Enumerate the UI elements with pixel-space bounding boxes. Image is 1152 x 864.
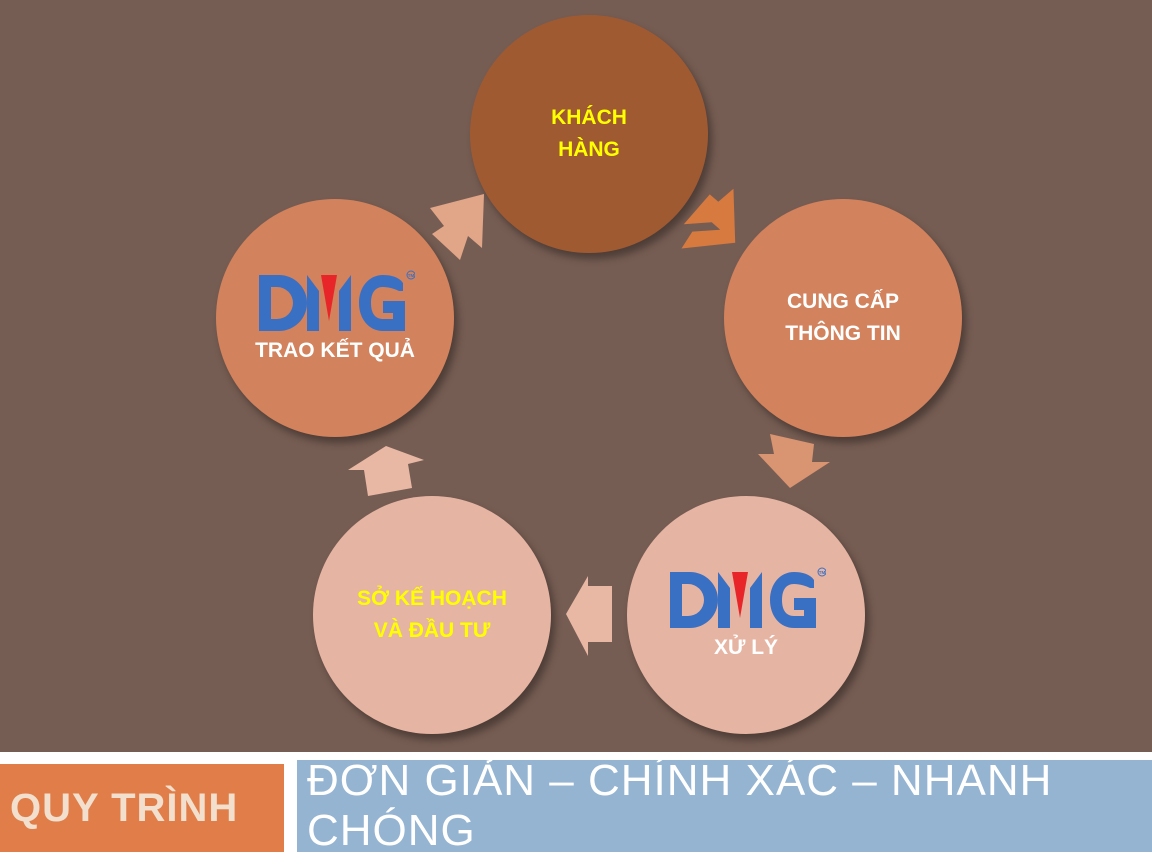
cycle-node-provide-info: CUNG CẤP THÔNG TIN bbox=[724, 199, 962, 437]
footer-right-label: ĐƠN GIẢN – CHÍNH XÁC – NHANH CHÓNG bbox=[307, 756, 1053, 855]
cycle-node-customer: KHÁCH HÀNG bbox=[470, 15, 708, 253]
cycle-arrow-2-icon bbox=[758, 434, 830, 488]
cycle-node-planning-dept: SỞ KẾ HOẠCH VÀ ĐẦU TƯ bbox=[313, 496, 551, 734]
cycle-arrow-3-icon bbox=[566, 576, 612, 656]
cycle-arrow-5-icon bbox=[430, 194, 484, 260]
node-label-provide-info: CUNG CẤP THÔNG TIN bbox=[785, 290, 901, 345]
svg-text:TM: TM bbox=[408, 273, 415, 278]
node-label-customer: KHÁCH HÀNG bbox=[551, 106, 627, 161]
cycle-node-processing: TM XỬ LÝ bbox=[627, 496, 865, 734]
cycle-node-deliver-result: TM TRAO KẾT QUẢ bbox=[216, 199, 454, 437]
node-label-processing: XỬ LÝ bbox=[713, 636, 779, 659]
cycle-arrow-4-icon bbox=[348, 446, 424, 496]
node-label-planning-dept: SỞ KẾ HOẠCH VÀ ĐẦU TƯ bbox=[357, 587, 507, 642]
node-label-deliver-result: TRAO KẾT QUẢ bbox=[255, 339, 415, 362]
footer-right-box: ĐƠN GIẢN – CHÍNH XÁC – NHANH CHÓNG bbox=[297, 756, 1152, 855]
footer-left-label: QUY TRÌNH bbox=[10, 785, 239, 830]
cycle-arrow-1-icon bbox=[681, 188, 736, 249]
svg-text:TM: TM bbox=[819, 570, 826, 575]
dng-logo-icon: TM bbox=[670, 567, 826, 628]
diagram-canvas: KHÁCH HÀNG CUNG CẤP THÔNG TIN TM XỬ LÝ S… bbox=[216, 15, 962, 734]
footer-left-box: QUY TRÌNH bbox=[0, 764, 284, 852]
dng-logo-icon: TM bbox=[259, 270, 415, 331]
